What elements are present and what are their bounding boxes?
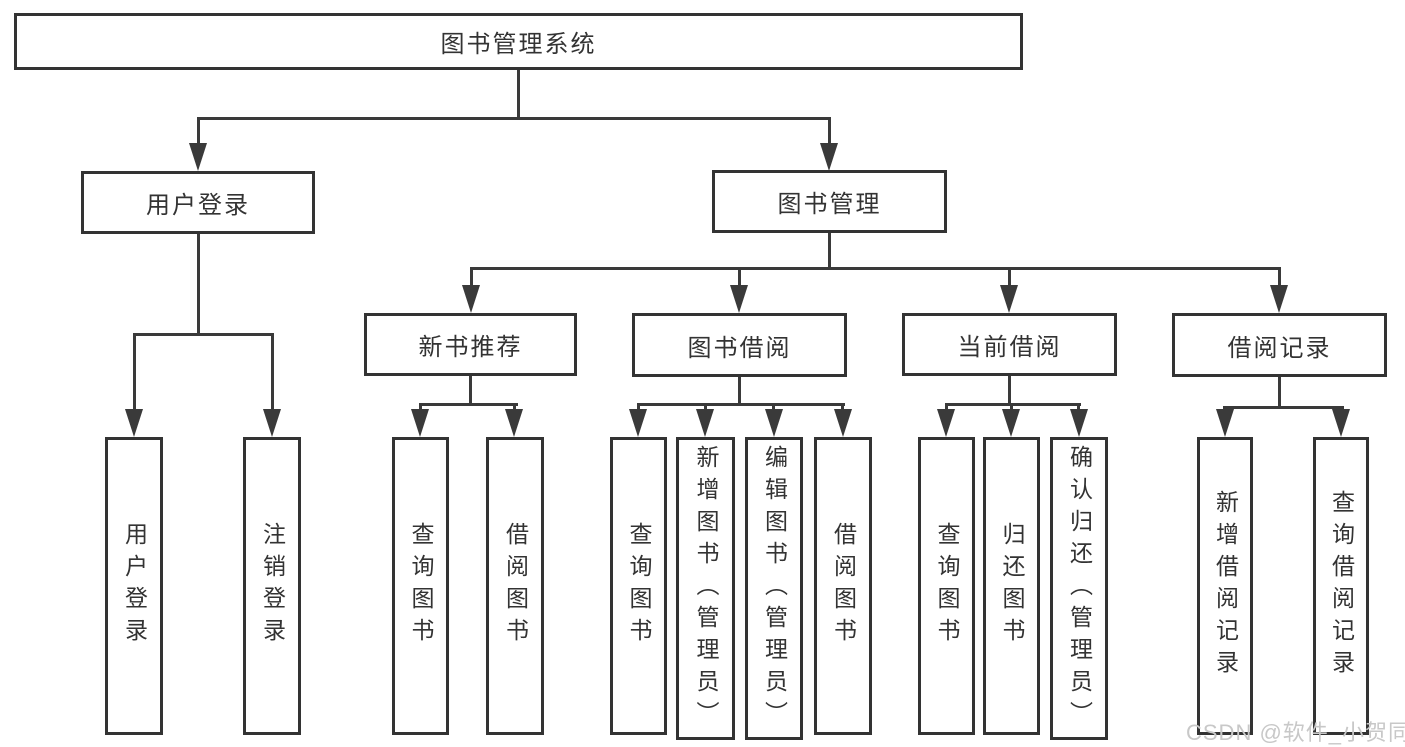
leaf-current-return-label: 归还图书 (999, 522, 1025, 650)
leaf-newbook-query: 查询图书 (392, 437, 449, 735)
connector-newbook-drop-2 (513, 403, 516, 413)
node-book-mgmt-branch-label: 图书管理 (777, 191, 882, 218)
node-current-borrow: 当前借阅 (902, 313, 1117, 376)
connector-record-rail (1223, 406, 1344, 409)
arrow-down-icon (1216, 409, 1234, 437)
connector-mgmt-drop-1 (470, 267, 473, 289)
connector-mgmt-trunk (828, 233, 831, 269)
leaf-newbook-query-label: 查询图书 (408, 522, 434, 650)
leaf-borrow-borrow-label: 借阅图书 (830, 522, 857, 650)
connector-current-rail (945, 403, 1081, 406)
leaf-logout-login-label: 注销登录 (259, 522, 286, 650)
node-user-login-branch-label: 用户登录 (146, 192, 250, 219)
leaf-logout-login: 注销登录 (243, 437, 301, 735)
leaf-borrow-borrow: 借阅图书 (814, 437, 872, 735)
leaf-borrow-query: 查询图书 (610, 437, 667, 735)
arrow-down-icon (730, 285, 748, 313)
arrow-down-icon (1070, 409, 1088, 437)
leaf-user-login-label: 用户登录 (121, 522, 148, 650)
connector-mgmt-drop-2 (738, 267, 741, 289)
node-root-label: 图书管理系统 (440, 31, 597, 58)
connector-root-trunk (517, 69, 520, 119)
leaf-user-login: 用户登录 (105, 437, 163, 735)
leaf-borrow-add-admin: 新增图书（管理员） (676, 437, 735, 740)
leaf-current-confirm-admin: 确认归还（管理员） (1050, 437, 1108, 740)
node-book-borrow: 图书借阅 (632, 313, 847, 377)
leaf-borrow-edit-admin-label: 编辑图书（管理员） (761, 444, 788, 733)
arrow-down-icon (1332, 409, 1350, 437)
connector-current-drop-1 (945, 403, 948, 413)
node-new-book-recommend: 新书推荐 (364, 313, 577, 376)
leaf-record-add: 新增借阅记录 (1197, 437, 1253, 735)
arrow-down-icon (505, 409, 523, 437)
leaf-newbook-borrow: 借阅图书 (486, 437, 544, 735)
leaf-borrow-add-admin-label: 新增图书（管理员） (693, 444, 719, 733)
connector-current-drop-3 (1077, 403, 1080, 413)
node-borrow-record: 借阅记录 (1172, 313, 1387, 377)
connector-current-drop-2 (1010, 403, 1013, 413)
node-book-mgmt-branch: 图书管理 (712, 170, 947, 233)
connector-login-drop-1 (133, 333, 136, 411)
arrow-down-icon (1002, 409, 1020, 437)
connector-login-drop-2 (271, 333, 274, 411)
arrow-down-icon (1270, 285, 1288, 313)
leaf-current-return: 归还图书 (983, 437, 1040, 735)
arrow-down-icon (411, 409, 429, 437)
connector-login-rail (133, 333, 274, 336)
connector-borrow-drop-3 (772, 403, 775, 413)
connector-newbook-drop-1 (419, 403, 422, 413)
connector-borrow-drop-2 (704, 403, 707, 413)
leaf-current-query: 查询图书 (918, 437, 975, 735)
arrow-down-icon (462, 285, 480, 313)
node-borrow-record-label: 借阅记录 (1227, 334, 1332, 362)
leaf-borrow-edit-admin: 编辑图书（管理员） (745, 437, 803, 740)
arrow-down-icon (1000, 285, 1018, 313)
connector-borrow-rail (637, 403, 845, 406)
arrow-down-icon (629, 409, 647, 437)
connector-record-trunk (1278, 377, 1281, 408)
leaf-record-add-label: 新增借阅记录 (1212, 490, 1239, 682)
csdn-watermark: CSDN @软件_小贺同学 (1186, 720, 1405, 745)
connector-root-rail (197, 117, 831, 120)
node-root: 图书管理系统 (14, 13, 1023, 70)
arrow-down-icon (765, 409, 783, 437)
node-current-borrow-label: 当前借阅 (957, 334, 1062, 361)
connector-newbook-rail (419, 403, 518, 406)
leaf-record-query: 查询借阅记录 (1313, 437, 1369, 735)
connector-mgmt-drop-4 (1278, 267, 1281, 289)
connector-mgmt-drop-3 (1008, 267, 1011, 289)
arrow-down-icon (125, 409, 143, 437)
connector-current-trunk (1008, 376, 1011, 405)
connector-root-drop-left (197, 117, 200, 145)
node-new-book-recommend-label: 新书推荐 (418, 334, 523, 361)
leaf-current-confirm-admin-label: 确认归还（管理员） (1066, 444, 1093, 733)
leaf-current-query-label: 查询图书 (934, 522, 960, 650)
arrow-down-icon (937, 409, 955, 437)
arrow-down-icon (263, 409, 281, 437)
arrow-down-icon (820, 143, 838, 171)
connector-borrow-drop-4 (841, 403, 844, 413)
connector-newbook-trunk (469, 376, 472, 405)
node-user-login-branch: 用户登录 (81, 171, 315, 234)
connector-root-drop-right (828, 117, 831, 145)
leaf-record-query-label: 查询借阅记录 (1328, 490, 1355, 682)
leaf-newbook-borrow-label: 借阅图书 (502, 522, 529, 650)
arrow-down-icon (189, 143, 207, 171)
connector-borrow-trunk (738, 377, 741, 405)
connector-mgmt-rail (470, 267, 1281, 270)
leaf-borrow-query-label: 查询图书 (626, 522, 652, 650)
connector-borrow-drop-1 (637, 403, 640, 413)
connector-login-trunk (197, 234, 200, 335)
arrow-down-icon (834, 409, 852, 437)
arrow-down-icon (696, 409, 714, 437)
node-book-borrow-label: 图书借阅 (687, 334, 792, 362)
